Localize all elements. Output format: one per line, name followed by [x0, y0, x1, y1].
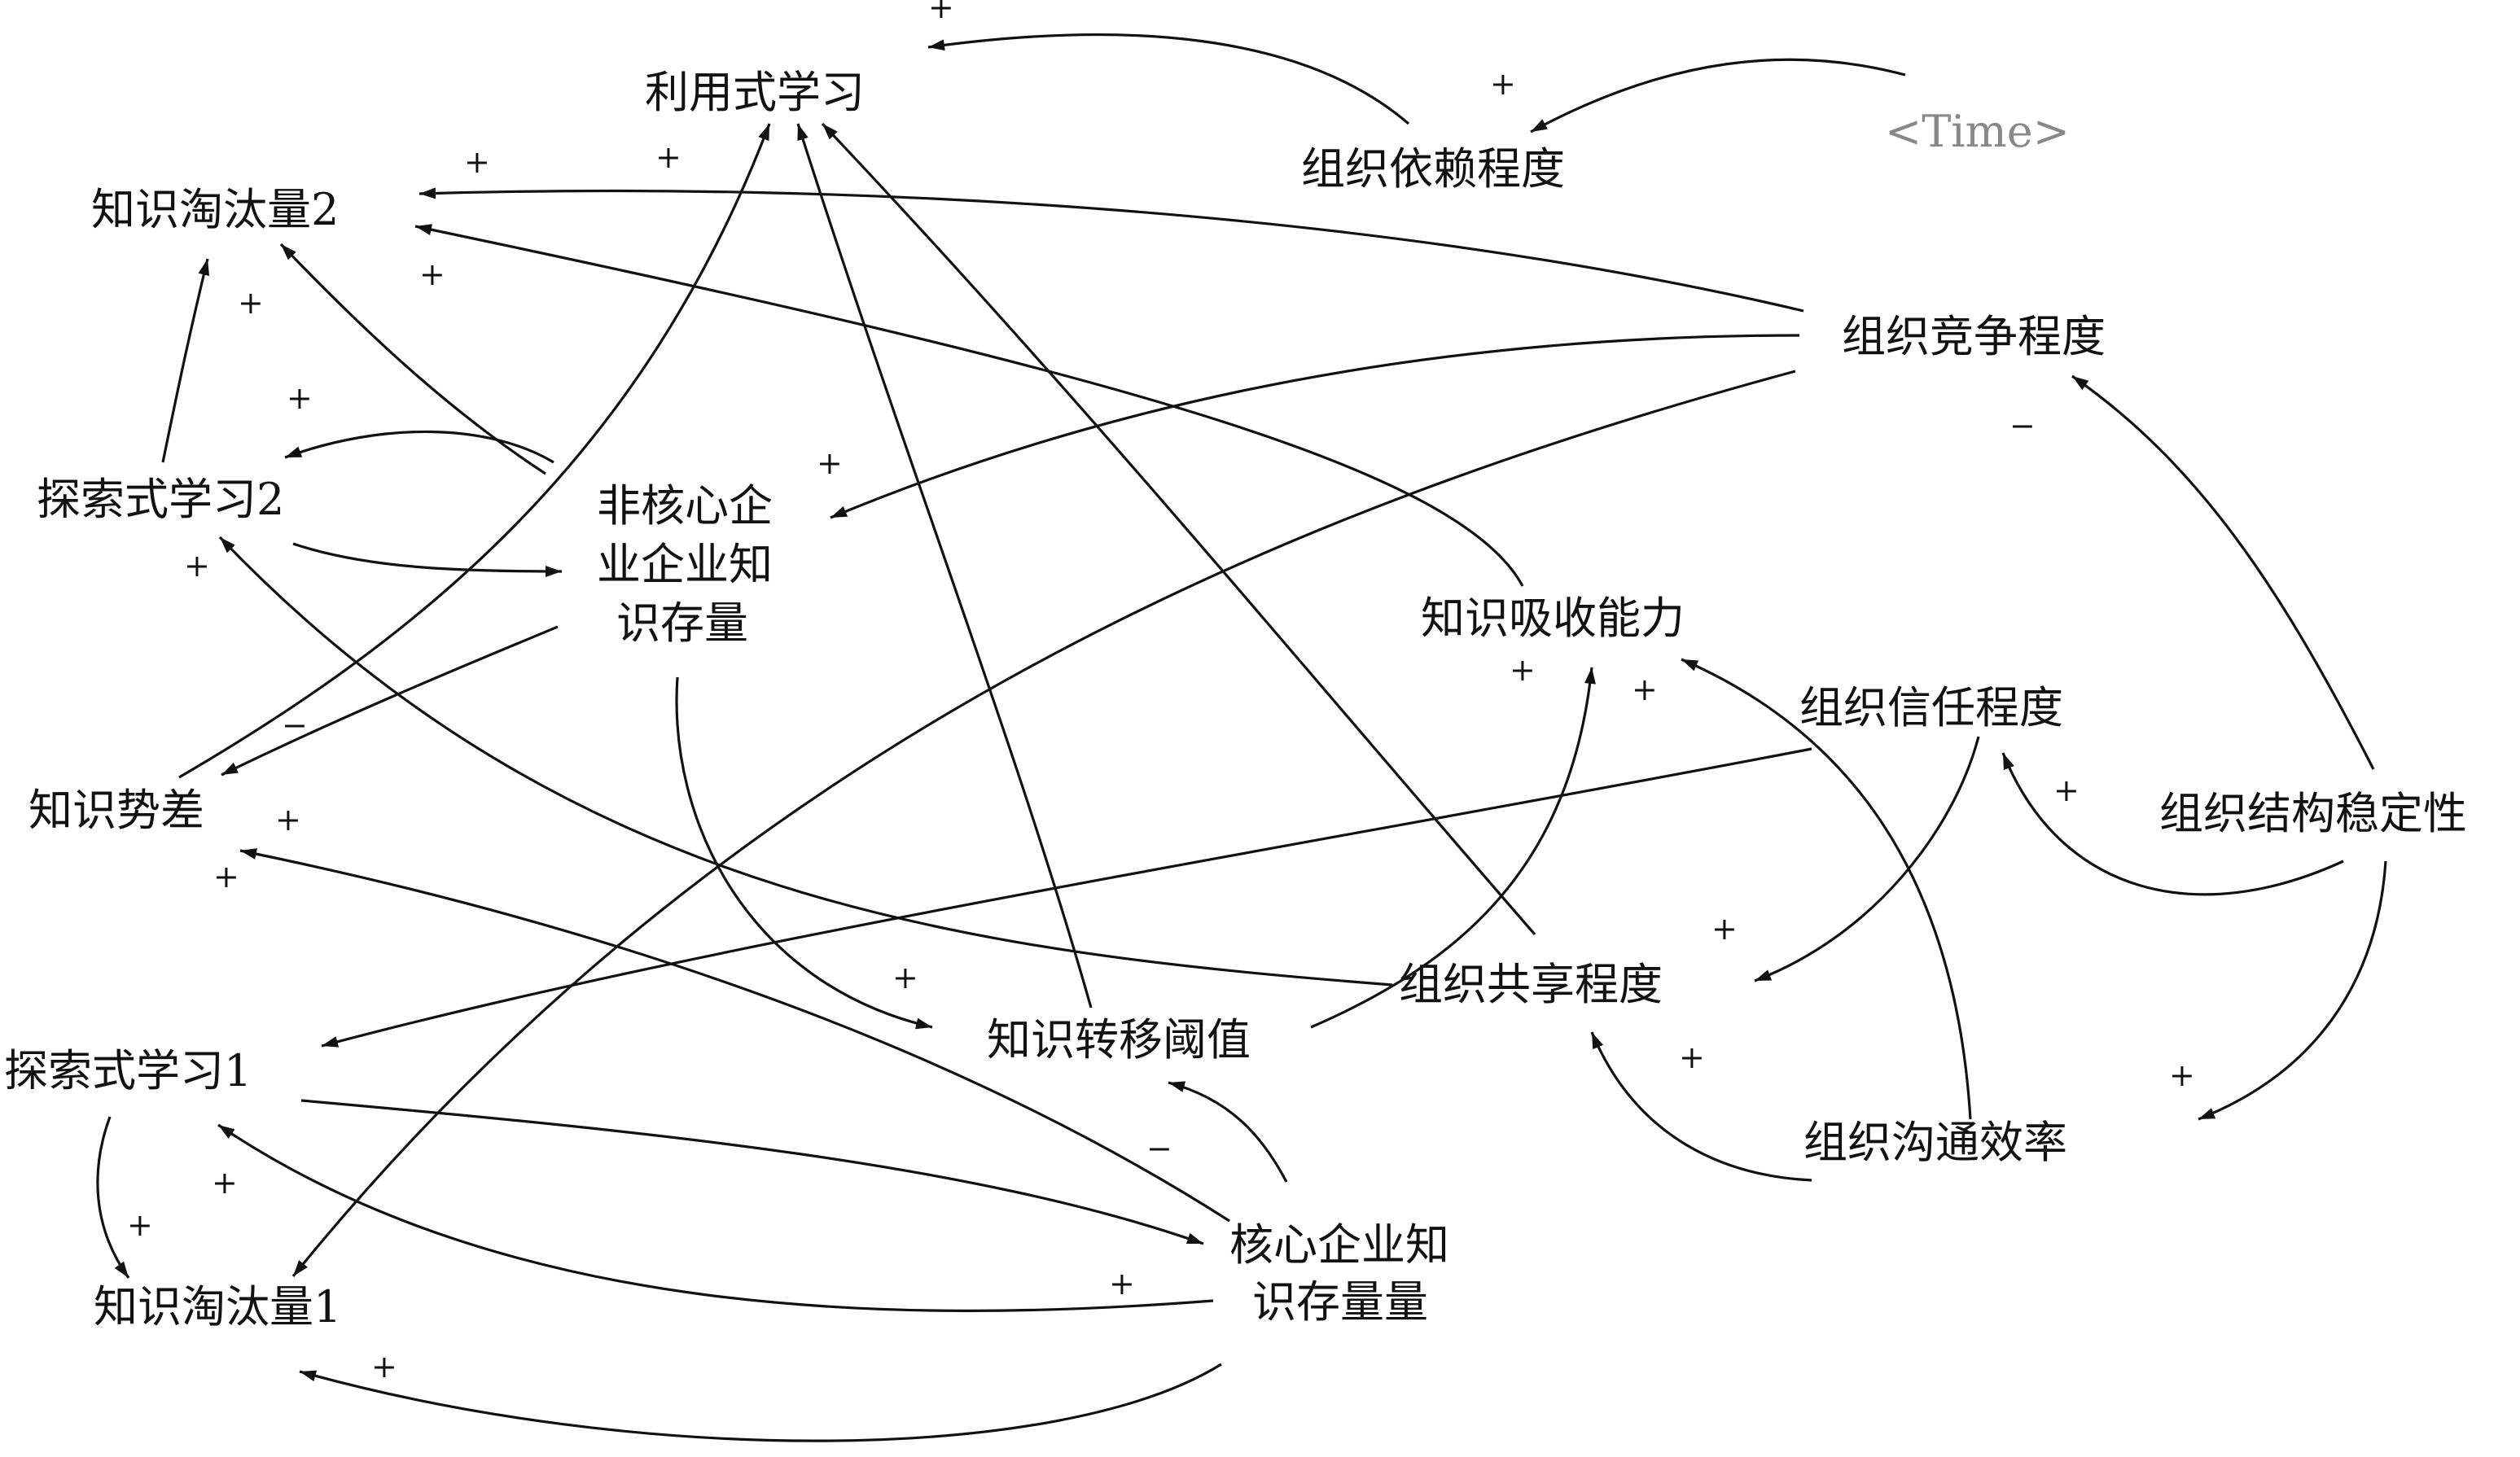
sign-plus: + — [371, 1349, 397, 1385]
node-core-stock-line-1: 核心企业知 — [1229, 1219, 1449, 1271]
node-noncore-stock-line-1: 非核心企 — [597, 480, 773, 532]
edge-core-stock-to-knowledge-gap — [239, 848, 1230, 1223]
sign-plus: + — [238, 285, 264, 321]
sign-plus: + — [287, 380, 313, 416]
edge-org-comm-efficiency-to-org-sharing — [1590, 1031, 1812, 1182]
node-core-stock-line-2: 识存量量 — [1252, 1276, 1428, 1328]
node-explore-learning-2: 探索式学习2 — [37, 474, 284, 525]
sign-plus: + — [2053, 772, 2080, 808]
sign-plus: + — [1109, 1266, 1135, 1302]
edge-absorb-capacity-to-elimination-2 — [414, 224, 1524, 587]
edge-org-comm-efficiency-to-absorb-capacity — [1681, 658, 1972, 1120]
sign-plus: + — [1510, 652, 1536, 688]
sign-plus: + — [1711, 911, 1738, 947]
nodes: 利用式学习 组织依赖程度 <Time> 知识淘汰量2 组织竞争程度 探索式学习2… — [4, 67, 2467, 1332]
edge-explore-2-to-elimination-2 — [161, 258, 210, 463]
edge-core-stock-to-elimination-1 — [299, 1363, 1222, 1442]
node-time-shadow-variable: <Time> — [1885, 106, 2070, 157]
sign-plus: + — [928, 0, 954, 25]
sign-minus: − — [282, 707, 308, 743]
edges — [96, 33, 2387, 1442]
edge-structure-stability-to-org-trust — [2001, 752, 2344, 896]
edge-knowledge-gap-to-exploit-learning — [178, 123, 771, 779]
node-exploit-learning: 利用式学习 — [645, 67, 865, 118]
edge-org-competition-to-noncore-stock — [830, 334, 1800, 519]
node-explore-learning-1: 探索式学习1 — [4, 1045, 252, 1096]
node-absorb-capacity: 知识吸收能力 — [1421, 593, 1685, 644]
sign-plus: + — [655, 139, 681, 175]
node-elimination-1: 知识淘汰量1 — [94, 1281, 341, 1332]
edge-org-sharing-to-exploit-learning — [821, 122, 1536, 936]
edge-core-stock-to-explore-1 — [217, 1123, 1214, 1312]
edge-explore-1-to-core-stock — [300, 1099, 1204, 1245]
edge-org-trust-to-org-sharing — [1754, 736, 1980, 982]
sign-plus: + — [419, 256, 445, 292]
edge-core-stock-to-transfer-threshold — [1168, 1081, 1288, 1183]
edge-org-dependence-to-exploit-learning — [927, 33, 1410, 125]
edge-explore-1-to-elimination-1 — [96, 1116, 130, 1279]
edge-transfer-threshold-to-exploit-learning — [796, 123, 1093, 1009]
node-org-comm-efficiency: 组织沟通效率 — [1803, 1117, 2067, 1168]
edge-noncore-stock-to-elimination-2 — [279, 243, 546, 475]
edge-org-trust-to-explore-1 — [321, 747, 1812, 1048]
edge-org-sharing-to-explore-2 — [218, 536, 1393, 987]
edge-noncore-stock-to-explore-2 — [284, 430, 554, 464]
polarity-signs: + + + + + + + − + + + + − + + + + + + + … — [127, 0, 2195, 1385]
edge-org-competition-to-elimination-2 — [419, 187, 1804, 313]
node-noncore-stock-line-3: 识存量 — [616, 597, 748, 649]
edge-noncore-stock-to-knowledge-gap — [221, 625, 559, 777]
sign-plus: + — [213, 859, 239, 895]
sign-plus: + — [464, 144, 490, 180]
edge-noncore-stock-to-transfer-threshold — [675, 676, 933, 1030]
node-noncore-stock-line-2: 业企业知 — [597, 539, 773, 590]
sign-plus: + — [1679, 1039, 1705, 1075]
edge-transfer-threshold-to-absorb-capacity — [1310, 667, 1596, 1029]
edge-explore-2-to-noncore-stock — [292, 542, 563, 577]
node-transfer-threshold: 知识转移阈值 — [987, 1014, 1251, 1065]
sign-plus: + — [817, 445, 843, 481]
node-org-trust: 组织信任程度 — [1799, 682, 2063, 733]
sign-plus: + — [1632, 672, 1658, 707]
node-org-sharing: 组织共享程度 — [1399, 959, 1663, 1010]
sign-plus: + — [275, 802, 301, 838]
sign-plus: + — [127, 1207, 153, 1243]
node-elimination-2: 知识淘汰量2 — [91, 184, 339, 235]
sign-minus: − — [2009, 408, 2036, 444]
node-org-dependence: 组织依赖程度 — [1301, 143, 1565, 195]
sign-plus: + — [212, 1165, 238, 1201]
edge-org-competition-to-elimination-1 — [291, 370, 1796, 1278]
edge-time-to-org-dependence — [1530, 58, 1906, 133]
node-knowledge-gap: 知识势差 — [28, 785, 204, 836]
edge-structure-stability-to-org-comm-efficiency — [2198, 860, 2387, 1121]
sign-minus: − — [1146, 1131, 1172, 1166]
sign-plus: + — [2169, 1057, 2195, 1093]
sign-plus: + — [1490, 66, 1516, 102]
sign-plus: + — [892, 960, 918, 995]
edge-structure-stability-to-org-competition — [2071, 374, 2375, 770]
node-org-structure-stability: 组织结构稳定性 — [2159, 788, 2467, 839]
node-org-competition: 组织竞争程度 — [1842, 311, 2106, 362]
sign-plus: + — [184, 548, 210, 584]
